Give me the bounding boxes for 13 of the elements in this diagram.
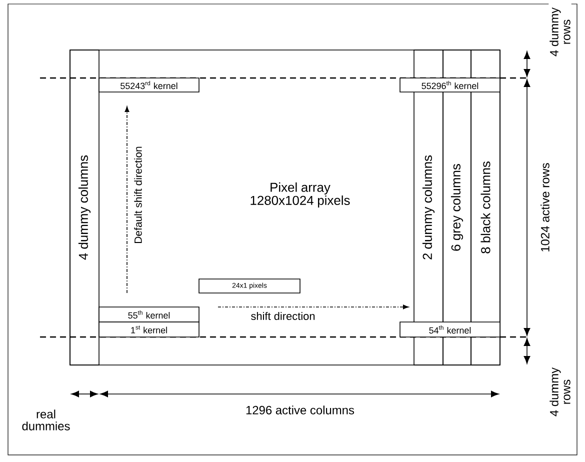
kernel-box: 1$^{st}$ kernel [98,322,200,338]
kernel-box: 54$^{th}$ kernel [400,322,500,338]
column-band: 4 dummy columns [70,50,100,366]
direction-label: shift direction [250,310,316,321]
kernel-box: 55$^{th}$ kernel [98,306,200,322]
dimension-label: real dummies [14,408,78,432]
kernel-box: 55296$^{th}$ kernel [400,78,500,92]
dimension-label: 1024 active rows [540,162,550,254]
kernel-box: 55243$^{rd}$ kernel [98,78,200,92]
dimension-label: 4 dummy rows [548,362,572,422]
direction-label: Default shift direction [133,145,143,245]
dimension-label: 1296 active columns [244,404,356,416]
dimension-label: 4 dummy rows [548,2,572,62]
